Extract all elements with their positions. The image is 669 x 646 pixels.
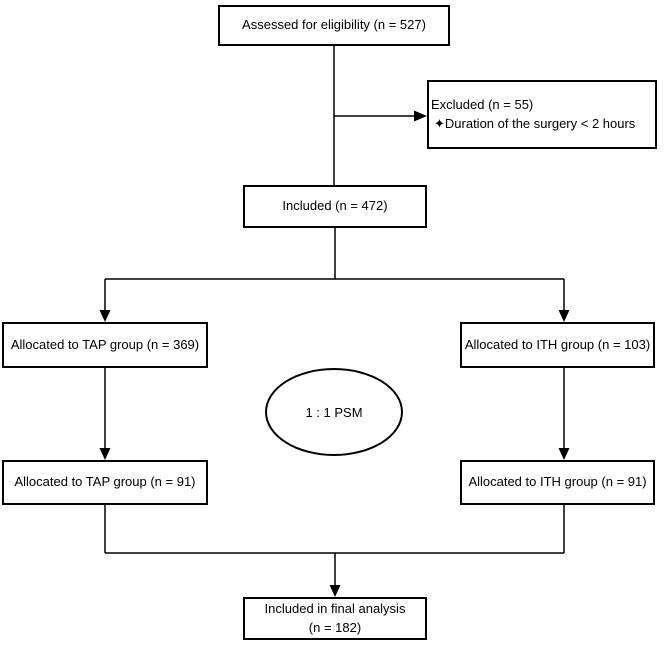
arrowhead-ith-alloc [558, 310, 570, 322]
node-tap-allocated-label: Allocated to TAP group (n = 369) [10, 336, 200, 352]
node-excluded-reason: ✦Duration of the surgery < 2 hours [434, 115, 636, 131]
node-final-analysis: Included in final analysis (n = 182) [243, 597, 427, 640]
node-tap-matched: Allocated to TAP group (n = 91) [2, 460, 208, 505]
arrowhead-tap-match [99, 448, 111, 460]
node-psm-label: 1 : 1 PSM [305, 404, 363, 420]
arrowhead-excluded [414, 110, 427, 122]
node-final-label-line2: (n = 182) [308, 619, 362, 635]
node-included: Included (n = 472) [243, 185, 427, 228]
node-psm-ellipse: 1 : 1 PSM [265, 368, 403, 456]
node-assessed-eligibility: Assessed for eligibility (n = 527) [218, 5, 450, 46]
node-excluded-label: Excluded (n = 55) [431, 96, 534, 112]
node-excluded: Excluded (n = 55) ✦Duration of the surge… [427, 80, 657, 149]
node-included-label: Included (n = 472) [282, 198, 388, 214]
node-ith-matched: Allocated to ITH group (n = 91) [460, 460, 655, 505]
arrowhead-tap-alloc [99, 310, 111, 322]
arrowhead-final [329, 585, 341, 597]
node-tap-allocated: Allocated to TAP group (n = 369) [2, 322, 208, 368]
node-ith-allocated: Allocated to ITH group (n = 103) [460, 322, 655, 368]
node-ith-allocated-label: Allocated to ITH group (n = 103) [464, 336, 651, 352]
node-tap-matched-label: Allocated to TAP group (n = 91) [14, 474, 196, 490]
node-assessed-label: Assessed for eligibility (n = 527) [242, 17, 426, 33]
node-ith-matched-label: Allocated to ITH group (n = 91) [468, 474, 647, 490]
node-final-label-line1: Included in final analysis [264, 600, 406, 616]
arrowhead-ith-match [558, 448, 570, 460]
